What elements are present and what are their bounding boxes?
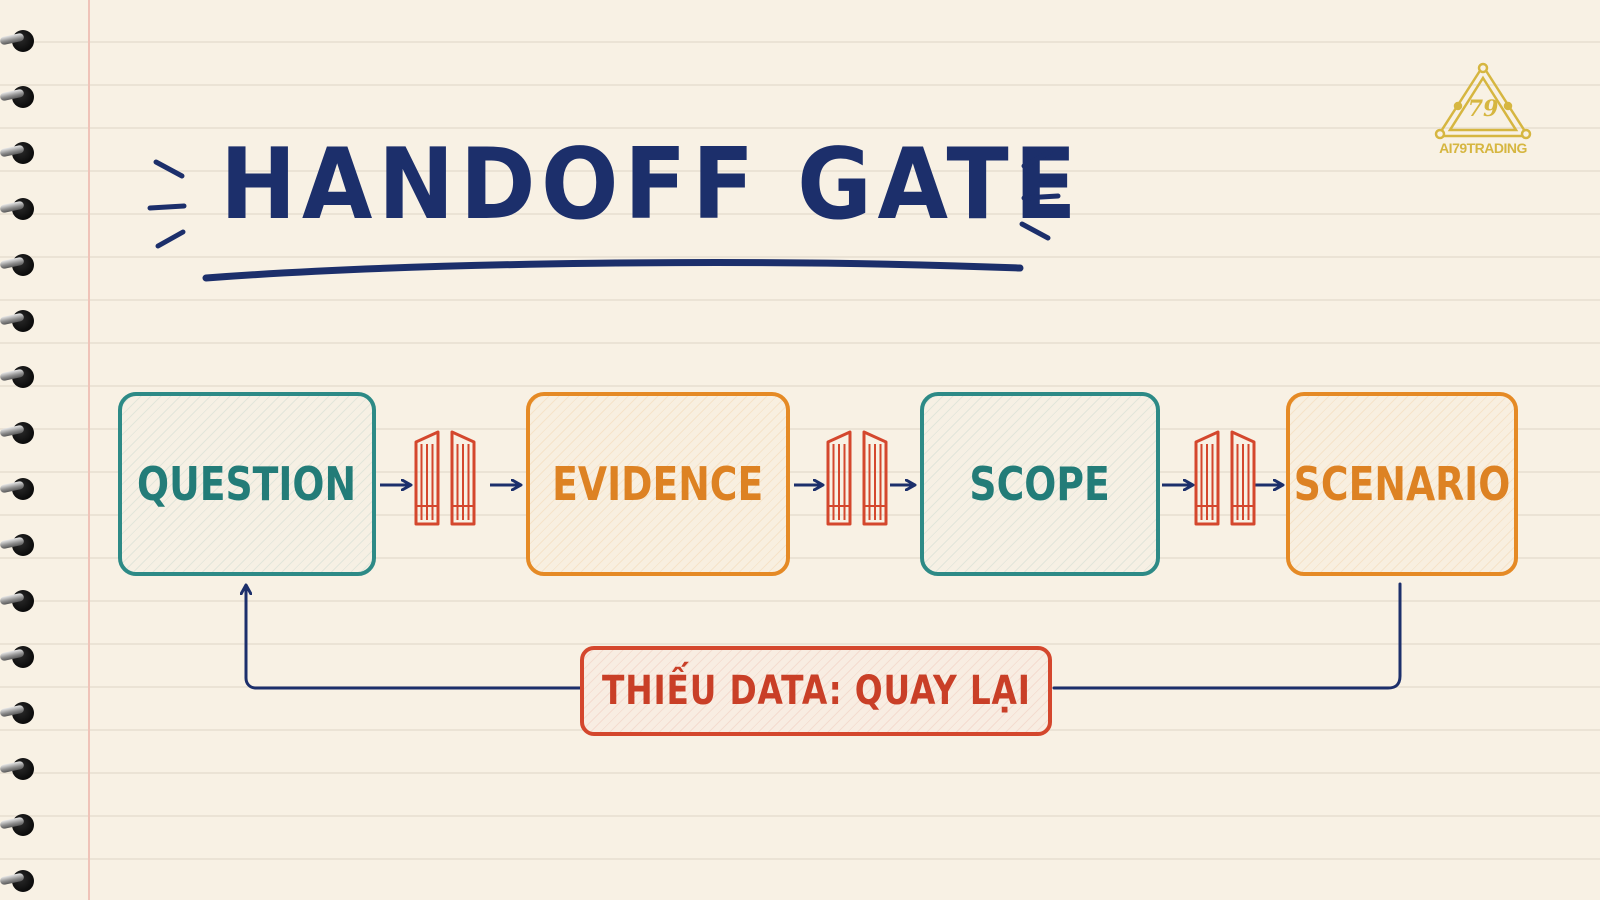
loop-to-question <box>246 586 582 690</box>
gate-icon <box>1194 430 1256 526</box>
spiral-ring <box>0 250 34 280</box>
spiral-ring <box>0 586 34 616</box>
logo-mark-text: 79 <box>1468 96 1499 122</box>
step-scope: SCOPE <box>920 392 1160 576</box>
feedback-label: THIẾU DATA: QUAY LẠI <box>601 668 1031 714</box>
gate-icon <box>826 430 888 526</box>
spiral-ring <box>0 698 34 728</box>
step-scope-label: SCOPE <box>969 457 1111 511</box>
spiral-ring <box>0 418 34 448</box>
gate-icon <box>414 430 476 526</box>
loop-from-scenario <box>1052 582 1402 690</box>
spiral-ring <box>0 866 34 896</box>
spiral-ring <box>0 642 34 672</box>
spiral-ring <box>0 810 34 840</box>
spiral-ring <box>0 362 34 392</box>
spiral-ring <box>0 138 34 168</box>
step-question: QUESTION <box>118 392 376 576</box>
title-underline <box>202 259 1024 282</box>
brand-logo: 79 AI79TRADING <box>1428 60 1538 170</box>
brand-emblem-icon: 79 <box>1434 62 1532 140</box>
notebook-margin-line <box>88 0 90 900</box>
spiral-ring <box>0 530 34 560</box>
spiral-ring <box>0 194 34 224</box>
step-scenario: SCENARIO <box>1286 392 1518 576</box>
spiral-ring <box>0 474 34 504</box>
spiral-ring <box>0 82 34 112</box>
spiral-binding <box>0 0 40 900</box>
spiral-ring <box>0 754 34 784</box>
page-title: HANDOFF GATE <box>220 128 1083 242</box>
logo-text: AI79TRADING <box>1439 140 1527 156</box>
step-evidence: EVIDENCE <box>526 392 790 576</box>
spiral-ring <box>0 306 34 336</box>
step-evidence-label: EVIDENCE <box>552 457 764 511</box>
step-scenario-label: SCENARIO <box>1293 457 1511 511</box>
step-question-label: QUESTION <box>137 457 357 511</box>
feedback-return-box: THIẾU DATA: QUAY LẠI <box>580 646 1052 736</box>
spiral-ring <box>0 26 34 56</box>
